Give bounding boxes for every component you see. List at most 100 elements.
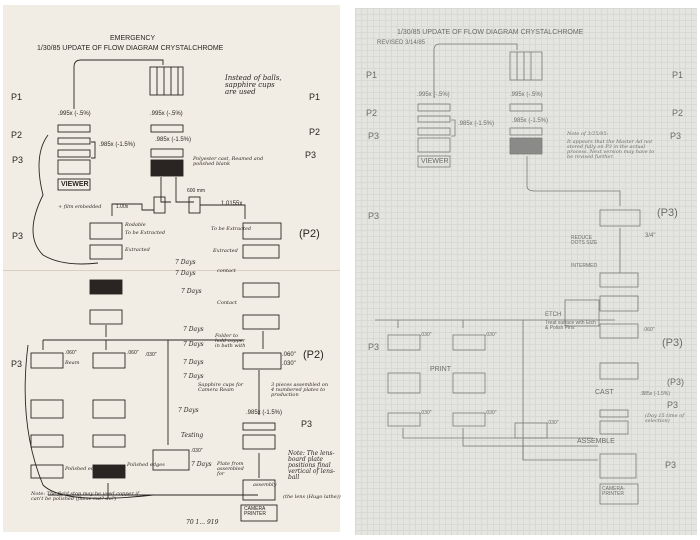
pieces-note: 3 pieces assembled on 4 numbered plates … [271, 382, 329, 398]
size-label: 600 mm [187, 188, 206, 194]
thickness-label: .060" [643, 327, 655, 333]
fraction-label: 3/4" [645, 233, 656, 239]
thickness-label: .030" [191, 448, 203, 454]
step-label: Rodable [125, 222, 146, 228]
viewer-label: VIEWER [421, 158, 449, 165]
cast-label: CAST [595, 389, 614, 396]
level-label: (P2) [303, 349, 324, 361]
polished-label: Polished edges [127, 462, 165, 468]
days-label: 7 Days [183, 373, 204, 380]
days-label: 7 Days [183, 326, 204, 333]
ink-flow-sketch [24, 59, 282, 522]
level-label: P3 [670, 131, 682, 141]
step-label: To be Extracted [211, 226, 252, 232]
film-note: + film embedded [58, 204, 102, 210]
sheet-header: EMERGENCY [110, 35, 156, 42]
thickness-label: .030" [145, 352, 157, 358]
left-sheet-ink-diagram: EMERGENCY 1/30/85 UPDATE OF FLOW DIAGRAM… [3, 5, 341, 532]
level-label: (P2) [299, 228, 320, 240]
level-label: P2 [309, 127, 321, 137]
level-label: P1 [366, 70, 378, 80]
ratio-label: .985x (-1.5%) [246, 410, 283, 416]
ratio-label: 1.00x [116, 204, 129, 210]
thickness-label: .030" [547, 420, 559, 426]
step-label: To be Extracted [125, 230, 166, 236]
side-note: Instead of balls, sapphire cups are used [225, 74, 282, 96]
plate-note: Plate from assembled for [217, 461, 244, 477]
right-sheet-pencil-diagram: 1/30/85 UPDATE OF FLOW DIAGRAM CRYSTALCH… [355, 8, 697, 535]
level-label: P3 [667, 400, 679, 410]
level-label: P3 [368, 131, 380, 141]
thickness-label: .060" [127, 350, 139, 356]
level-label: P2 [672, 108, 684, 118]
step-label: Extracted [213, 248, 238, 254]
level-label: P3 [305, 150, 317, 160]
polished-label: Polished edges (Cu) [65, 466, 116, 472]
level-label: P1 [11, 92, 23, 102]
level-label: (P3) [667, 377, 685, 387]
level-label: P2 [366, 108, 378, 118]
etch-note: Treat surface with Etch & Polish Pins [545, 320, 596, 331]
polyester-note: Polyester cast, Reamed and polished blan… [193, 156, 264, 167]
thickness-label: .030" [420, 410, 432, 416]
note-body: It appears that the Master Ad not stored… [567, 139, 655, 160]
ratio-label: .985x (-1.5%) [640, 391, 671, 397]
days-label: 7 Days [181, 288, 202, 295]
ratio-label: .995x (-.5%) [58, 111, 91, 117]
days-label: 7 Days [183, 359, 204, 366]
step-label: Contact [217, 300, 237, 306]
level-label: P1 [309, 92, 321, 102]
thickness-label: .060" [282, 352, 296, 358]
level-label: P2 [11, 130, 23, 140]
ratio-label: 1.0155x [221, 201, 243, 207]
testing-label: Testing [181, 432, 204, 439]
ratio-label: .985x (-1.5%) [99, 142, 136, 148]
thickness-label: .030" [485, 410, 497, 416]
level-label: P1 [672, 70, 684, 80]
level-label: (P3) [662, 337, 683, 349]
level-label: P3 [665, 460, 677, 470]
ratio-label: .985x (-1.5%) [155, 137, 192, 143]
level-label: P3 [301, 419, 313, 429]
days-label: 7 Days [178, 407, 199, 414]
days-note: (Day 15 time of selection) [645, 413, 685, 424]
step-label: Extracted [125, 247, 150, 253]
ratio-label: .995x (-.5%) [150, 111, 183, 117]
level-label: P3 [12, 231, 24, 241]
days-label: 7 Days [175, 270, 196, 277]
ratio-label: .985x (-1.5%) [512, 118, 549, 124]
fold-line [3, 270, 340, 271]
camera-printer-label: CAMERA PRINTER [244, 506, 266, 517]
sheet-title: 1/30/85 UPDATE OF FLOW DIAGRAM CRYSTALCH… [37, 45, 224, 52]
level-label: P3 [12, 155, 24, 165]
pencil-flow-sketch [375, 43, 641, 505]
revised-label: REVISED 3/14/85 [377, 40, 426, 46]
step-label: contact [217, 268, 236, 274]
sapphire-note: Sapphire cups for Camera Ream [198, 382, 244, 393]
days-label: 7 Days [175, 259, 196, 266]
ream-label: Ream [65, 360, 80, 366]
intermed-label: INTERMED [571, 263, 598, 269]
thickness-label: .060" [65, 350, 77, 356]
level-label: P3 [11, 359, 23, 369]
ratio-label: .995x (-.5%) [510, 92, 543, 98]
etch-label: ETCH [545, 312, 562, 318]
assembly-label: assembly [253, 482, 277, 488]
lens-subnote: (the lens (Hugo lathe)) [283, 494, 341, 500]
thickness-label: .030" [485, 332, 497, 338]
folder-note: Folder to hold copper in bath with [215, 333, 246, 349]
assemble-label: ASSEMBLE [577, 438, 615, 445]
ratio-label: .995x (-.5%) [417, 92, 450, 98]
level-label: P3 [368, 211, 380, 221]
level-label: (P3) [657, 207, 678, 219]
thickness-label: .030" [420, 332, 432, 338]
footer-numbers: 70 1... 919 [186, 519, 219, 526]
sheet-title: 1/30/85 UPDATE OF FLOW DIAGRAM CRYSTALCH… [397, 29, 584, 36]
note-title: Note of 3/25/85: [567, 131, 609, 137]
reduce-dots-label: REDUCE DOTS SIZE [571, 235, 598, 246]
camera-printer-label: CAMERA-PRINTER [602, 486, 626, 497]
level-label: P3 [368, 342, 380, 352]
print-label: PRINT [430, 366, 451, 373]
thickness-label: .030" [282, 361, 296, 367]
days-label: 7 Days [191, 461, 212, 468]
